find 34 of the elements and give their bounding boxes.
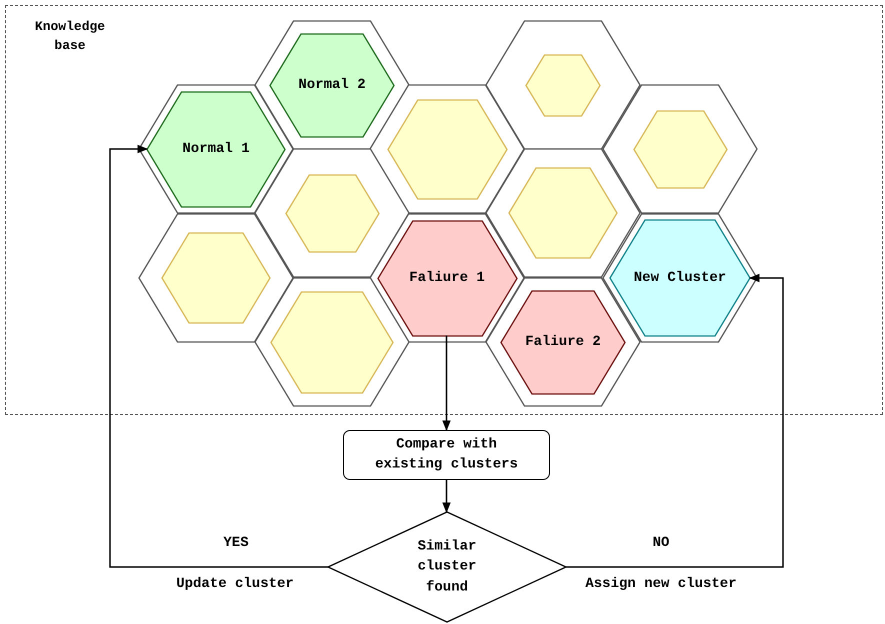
node-label: Faliure 2 xyxy=(524,332,602,352)
node-label: New Cluster xyxy=(632,268,728,288)
flow-note: Update cluster xyxy=(176,576,294,592)
hexagon xyxy=(286,174,378,252)
hexagon xyxy=(526,54,600,116)
hexagon xyxy=(634,110,726,188)
node-label: Normal 2 xyxy=(297,76,367,95)
hexagon-cell xyxy=(139,214,293,342)
hexagon xyxy=(509,168,617,258)
hexagon-cell xyxy=(603,85,757,213)
hexagon xyxy=(610,220,750,336)
hexagon-cell xyxy=(603,214,757,342)
hexagon xyxy=(388,100,506,198)
hexagon xyxy=(501,290,625,394)
arrow xyxy=(566,274,784,568)
decision-diamond xyxy=(328,512,566,622)
arrow xyxy=(442,336,451,432)
hexagon xyxy=(147,92,285,206)
node-label: Compare with existing clusters xyxy=(374,436,519,475)
hexagon xyxy=(162,233,270,323)
node-label: Faliure 1 xyxy=(408,268,486,288)
dashed-region xyxy=(5,5,883,415)
hexagon-cell xyxy=(255,278,409,406)
hexagon xyxy=(271,292,393,392)
process-box xyxy=(343,430,550,480)
node-label: Similar cluster found xyxy=(416,538,478,598)
arrow xyxy=(442,480,451,514)
hexagon xyxy=(378,220,516,336)
flow-note: Assign new cluster xyxy=(585,576,737,592)
region-title: Knowledge base xyxy=(34,18,106,55)
hexagon xyxy=(270,34,394,136)
node-label: Normal 1 xyxy=(181,140,251,159)
arrow xyxy=(109,144,328,568)
hexagon-cell xyxy=(139,85,293,213)
